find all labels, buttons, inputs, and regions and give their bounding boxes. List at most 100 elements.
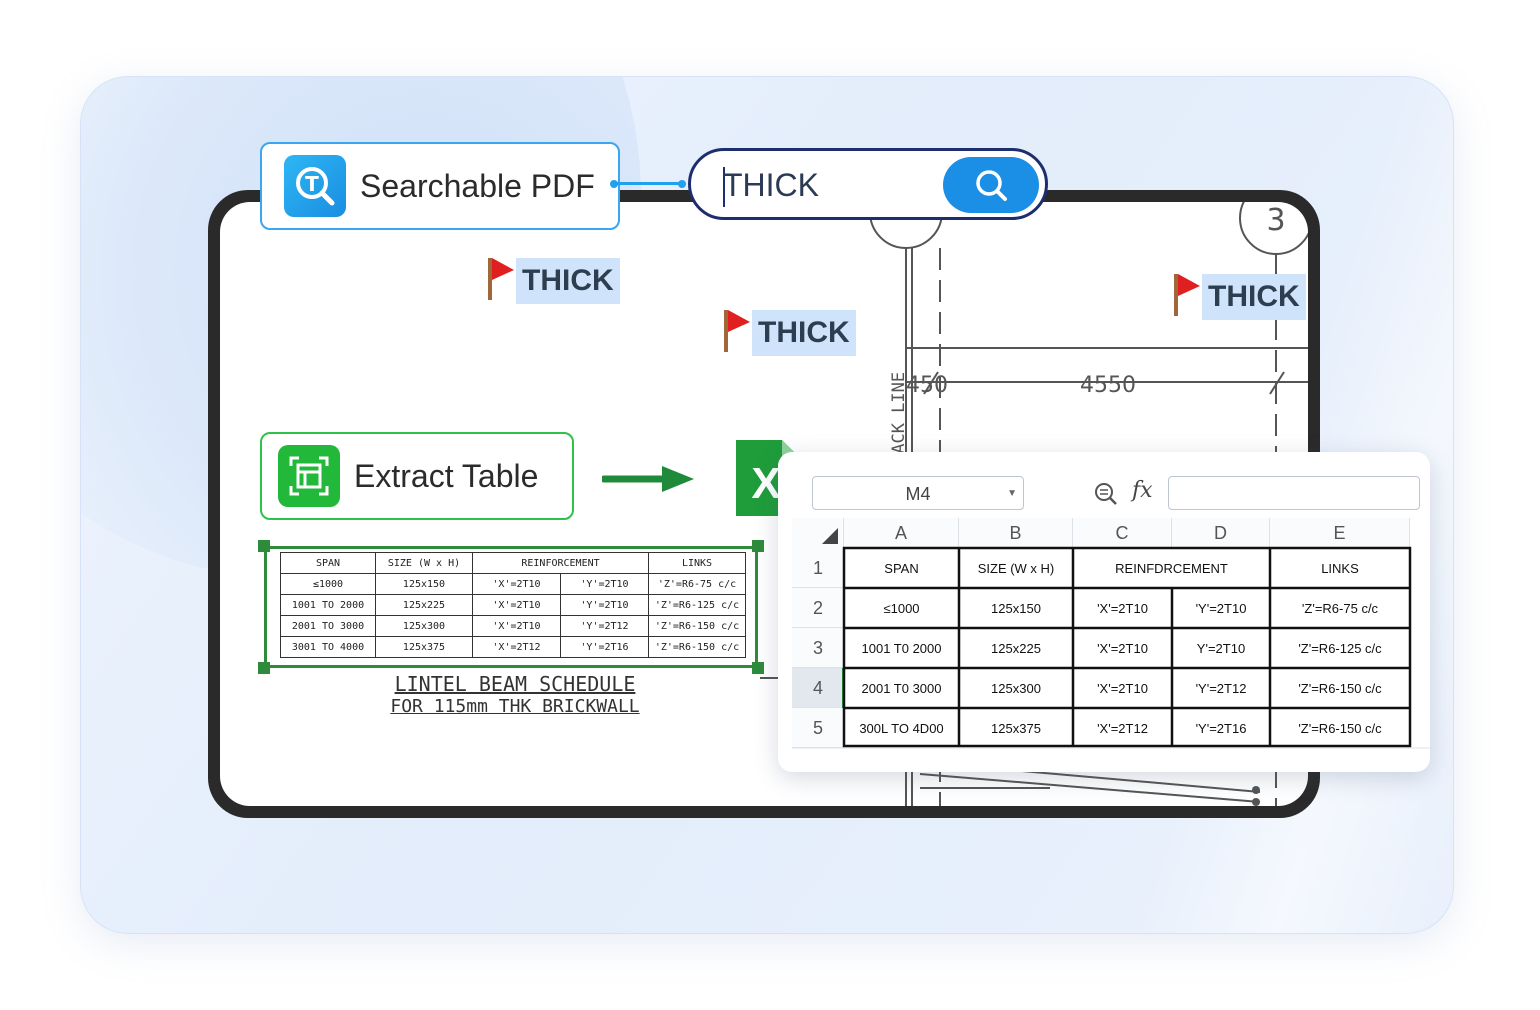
selection-handle[interactable] (752, 662, 764, 674)
extract-table-badge[interactable]: Extract Table (260, 432, 574, 520)
search-bar[interactable]: THICK (688, 148, 1048, 220)
connector-dot (678, 180, 686, 188)
sheet-grid (792, 546, 1430, 749)
select-all-corner[interactable] (792, 518, 844, 548)
connector-line (614, 182, 684, 185)
column-header-e[interactable]: E (1270, 518, 1410, 548)
cell[interactable]: SIZE (W x H) (977, 560, 1055, 576)
cell[interactable]: 'X'=2T10 (1097, 680, 1148, 696)
cell[interactable]: 125x375 (991, 720, 1041, 736)
svg-text:T: T (305, 172, 319, 196)
cell: 'Y'=2T16 (560, 636, 649, 658)
row-header-2[interactable]: 2 (792, 588, 844, 628)
cell: 125x150 (375, 573, 473, 595)
back-line-label: BACK LINE (889, 372, 909, 464)
cell[interactable]: 'Z'=R6-150 c/c (1298, 720, 1382, 736)
cell[interactable]: Y'=2T10 (1196, 640, 1246, 656)
table-scan-icon (278, 445, 340, 507)
cell[interactable]: 'X'=2T10 (1097, 600, 1148, 616)
grid-mark-label: 3 (1266, 203, 1285, 238)
search-highlight[interactable]: THICK (516, 258, 620, 304)
cell: 125x375 (375, 636, 473, 658)
cell: 'Z'=R6-125 c/c (648, 594, 746, 616)
search-highlight[interactable]: THICK (752, 310, 856, 356)
cell[interactable]: 'Z'=R6-75 c/c (1301, 600, 1379, 616)
cell[interactable]: 125x150 (991, 600, 1041, 616)
cell[interactable]: 'X'=2T12 (1097, 720, 1148, 736)
cell: 'X'=2T12 (472, 636, 561, 658)
arrow-right-icon (602, 466, 694, 492)
fx-icon[interactable]: fx (1132, 478, 1153, 503)
cell: ≤1000 (280, 573, 376, 595)
formula-bar[interactable] (1168, 476, 1420, 510)
cell[interactable]: 'Z'=R6-150 c/c (1298, 680, 1382, 696)
dimension-450: 450 (906, 373, 948, 398)
cell[interactable]: 125x225 (991, 640, 1041, 656)
cell[interactable]: 'Y'=2T16 (1195, 720, 1247, 736)
search-button[interactable] (943, 157, 1039, 213)
cell[interactable]: ≤1000 (883, 600, 920, 616)
text-caret (723, 167, 725, 207)
cell[interactable]: 300L TO 4D00 (859, 720, 944, 736)
column-header-b[interactable]: B (959, 518, 1073, 548)
cell[interactable]: REINFDRCEMENT (1115, 560, 1228, 576)
selection-handle[interactable] (752, 540, 764, 552)
search-input[interactable]: THICK (723, 167, 819, 203)
ocr-search-icon: T (284, 155, 346, 217)
header-size: SIZE (W x H) (375, 552, 473, 574)
header-reinforcement: REINFORCEMENT (472, 552, 649, 574)
cell[interactable]: SPAN (884, 560, 919, 576)
header-links: LINKS (648, 552, 746, 574)
cell: 'Y'=2T10 (560, 594, 649, 616)
cell[interactable]: 'Z'=R6-125 c/c (1298, 640, 1382, 656)
chevron-down-icon[interactable]: ▼ (1007, 488, 1017, 499)
row-header-5[interactable]: 5 (792, 708, 844, 748)
cell[interactable]: 1001 T0 2000 (861, 640, 942, 656)
cell: 125x225 (375, 594, 473, 616)
cell[interactable]: 'X'=2T10 (1097, 640, 1148, 656)
column-header-a[interactable]: A (844, 518, 959, 548)
extract-table-label: Extract Table (354, 457, 539, 494)
selection-handle[interactable] (258, 662, 270, 674)
cell: 2001 TO 3000 (280, 615, 376, 637)
cell[interactable]: 125x300 (991, 680, 1041, 696)
cell: 'X'=2T10 (472, 615, 561, 637)
cell: 3001 TO 4000 (280, 636, 376, 658)
cell-reference: M4 (905, 484, 931, 504)
searchable-pdf-label: Searchable PDF (360, 167, 595, 204)
cell[interactable]: LINKS (1321, 560, 1359, 576)
cell-reference-box[interactable]: M4 ▼ (812, 476, 1024, 510)
excel-letter: X (751, 459, 780, 508)
cell: 'X'=2T10 (472, 573, 561, 595)
cell: 'Z'=R6-150 c/c (648, 636, 746, 658)
schedule-subtitle: FOR 115mm THK BRICKWALL (390, 696, 640, 717)
spreadsheet-panel: M4 ▼ fx A B C D E 1 2 3 4 5 SPAN SIZE (W… (778, 452, 1430, 772)
search-highlight[interactable]: THICK (1202, 274, 1306, 320)
table-header-row: SPAN SIZE (W x H) REINFORCEMENT LINKS (280, 552, 746, 574)
header-span: SPAN (280, 552, 376, 574)
flag-icon (724, 310, 750, 352)
cell[interactable]: 'Y'=2T12 (1195, 680, 1247, 696)
dimension-4550: 4550 (1080, 373, 1136, 398)
row-header-4[interactable]: 4 (792, 668, 844, 708)
flag-icon (1174, 274, 1200, 316)
cell: 'X'=2T10 (472, 594, 561, 616)
cell: 'Z'=R6-150 c/c (648, 615, 746, 637)
selection-handle[interactable] (258, 540, 270, 552)
cell[interactable]: 2001 T0 3000 (861, 680, 942, 696)
row-header-1[interactable]: 1 (792, 548, 844, 588)
cell[interactable]: 'Y'=2T10 (1195, 600, 1247, 616)
zoom-icon[interactable] (1094, 482, 1118, 506)
cell: 'Y'=2T10 (560, 573, 649, 595)
cell: 1001 TO 2000 (280, 594, 376, 616)
flag-icon (488, 258, 514, 300)
column-header-c[interactable]: C (1073, 518, 1172, 548)
searchable-pdf-badge[interactable]: T Searchable PDF (260, 142, 620, 230)
table-selection-box[interactable] (264, 546, 758, 668)
column-header-d[interactable]: D (1172, 518, 1270, 548)
row-header-3[interactable]: 3 (792, 628, 844, 668)
